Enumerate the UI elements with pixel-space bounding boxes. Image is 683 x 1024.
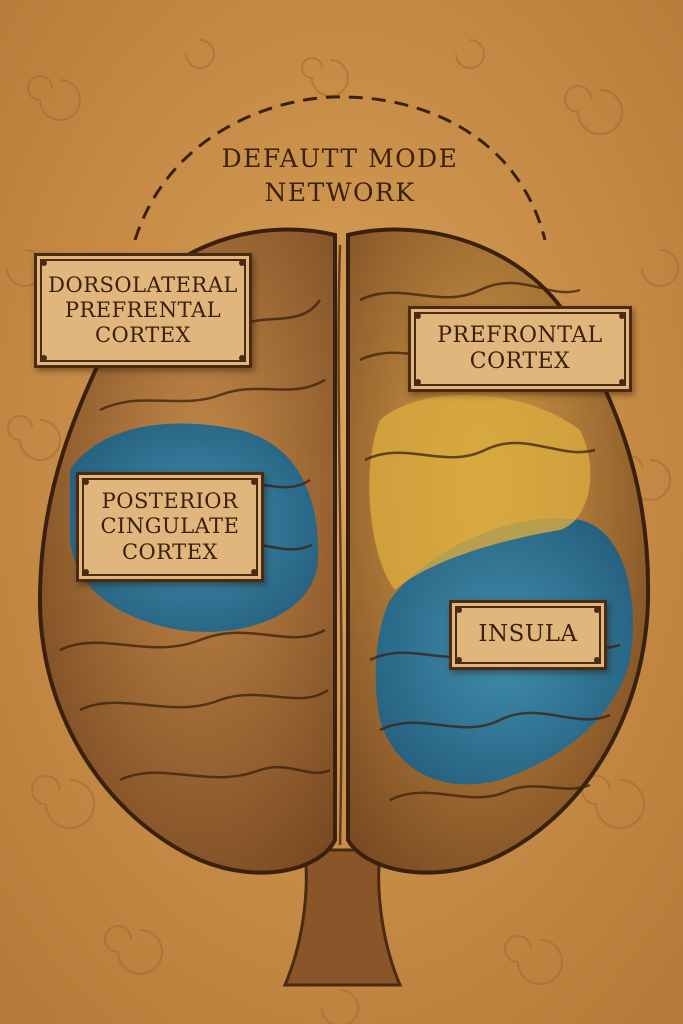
label-prefrontal-cortex: PREFRONTAL CORTEX — [408, 306, 632, 392]
brain-stem — [282, 848, 403, 987]
label-posterior-text: POSTERIOR CINGULATE CORTEX — [100, 489, 240, 564]
prefrontal-region — [369, 394, 591, 590]
label-dorsolateral-text: DORSOLATERAL PREFRENTAL CORTEX — [48, 272, 238, 348]
label-prefrontal-text: PREFRONTAL CORTEX — [437, 322, 603, 374]
label-insula: INSULA — [449, 600, 607, 670]
label-dorsolateral-prefrontal-cortex: DORSOLATERAL PREFRENTAL CORTEX — [34, 253, 252, 368]
label-posterior-cingulate-cortex: POSTERIOR CINGULATE CORTEX — [76, 472, 264, 582]
dashed-arc — [133, 95, 547, 241]
label-insula-text: INSULA — [478, 621, 578, 648]
diagram-title: DEFAUTT MODE NETWORK — [221, 144, 459, 207]
swirl-pattern — [6, 39, 679, 1024]
